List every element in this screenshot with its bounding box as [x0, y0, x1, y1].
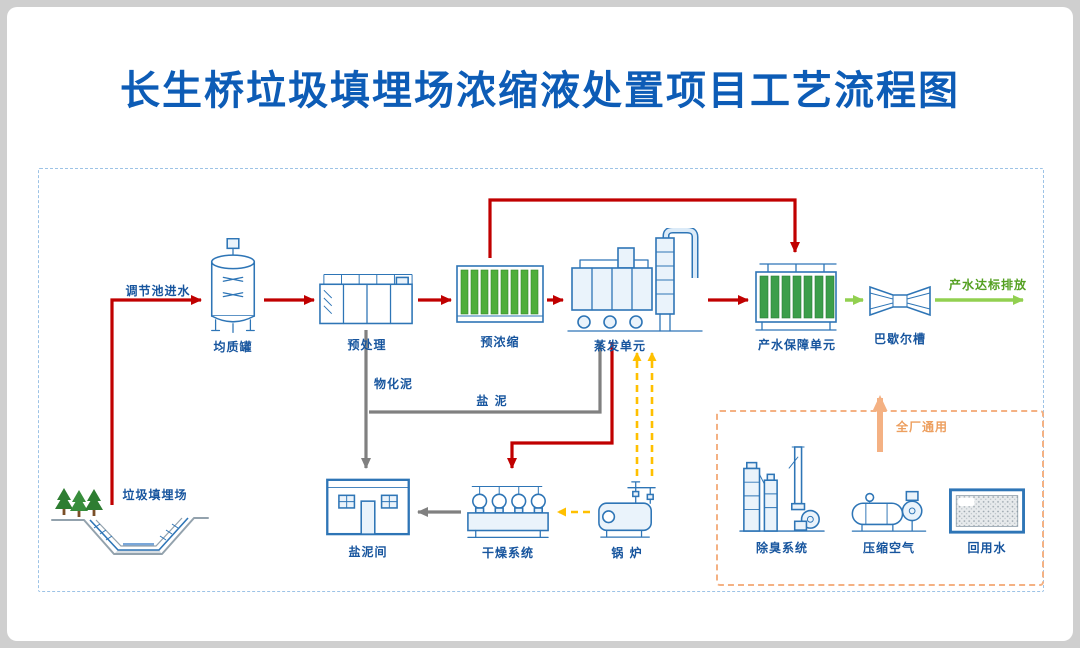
landfill-label: 垃圾填埋场 [122, 488, 188, 502]
inlet-flow-label: 调节池进水 [125, 284, 191, 298]
page-title: 长生桥垃圾填埋场浓缩液处置项目工艺流程图 [120, 68, 960, 114]
reuse-water-node [948, 486, 1026, 536]
drying-system-label: 干燥系统 [481, 546, 534, 560]
deodorization-system-icon [739, 446, 825, 532]
product-water-guarantee-node [752, 258, 842, 332]
salt-sludge-room-icon [326, 478, 410, 536]
boiler-label: 锅 炉 [611, 546, 643, 560]
homogenization-tank-node [204, 238, 262, 336]
landfill-node [50, 486, 210, 566]
parshall-flume-node [868, 284, 932, 318]
product-water-guarantee-icon [755, 263, 837, 331]
evaporation-unit-label: 蒸发单元 [593, 339, 646, 353]
salt-sludge-room-node [324, 474, 412, 538]
salt-sludge-room-label: 盐泥间 [348, 545, 388, 559]
salt-sludge-label: 盐 泥 [476, 394, 508, 408]
deodorization-system-node [738, 444, 826, 536]
homogenization-tank-icon [210, 238, 256, 334]
homogenization-tank-label: 均质罐 [213, 340, 253, 354]
reuse-water-label: 回用水 [967, 541, 1007, 555]
parshall-flume-icon [869, 285, 931, 317]
evaporation-unit-node [566, 228, 706, 336]
preconcentration-icon [456, 265, 544, 323]
pretreatment-icon [319, 273, 413, 325]
drying-system-node [464, 478, 552, 540]
landfill-icon [51, 488, 209, 555]
trees [55, 488, 103, 517]
parshall-flume-label: 巴歇尔槽 [873, 332, 926, 346]
compressed-air-label: 压缩空气 [862, 541, 915, 555]
pretreatment-label: 预处理 [347, 338, 387, 352]
product-water-guarantee-label: 产水保障单元 [757, 338, 836, 352]
process-diagram-frame [38, 168, 1044, 592]
plant-wide-label: 全厂通用 [895, 420, 948, 434]
evaporation-unit-icon [567, 228, 703, 332]
boiler-icon [598, 481, 656, 538]
pretreatment-node [318, 268, 416, 328]
preconcentration-node [455, 262, 545, 326]
preconcentration-label: 预浓缩 [480, 335, 520, 349]
deodorization-system-label: 除臭系统 [755, 541, 808, 555]
physicochemical-sludge-label: 物化泥 [374, 377, 414, 391]
boiler-node [593, 478, 661, 540]
compressed-air-node [850, 482, 928, 536]
drying-system-icon [467, 486, 549, 538]
compressed-air-icon [851, 490, 927, 532]
discharge-flow-label: 产水达标排放 [948, 278, 1027, 292]
reuse-water-icon [949, 488, 1025, 534]
